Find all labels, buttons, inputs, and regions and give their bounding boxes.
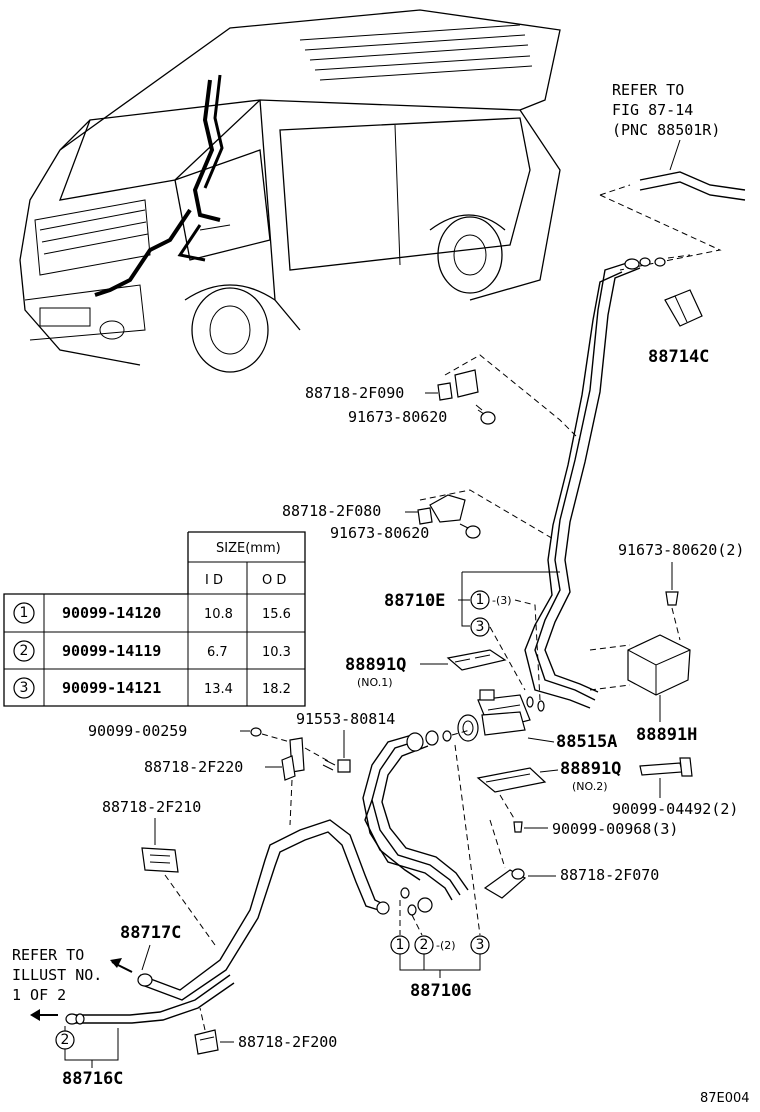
svg-text:88891Q: 88891Q [560, 759, 621, 779]
svg-text:1: 1 [396, 937, 405, 953]
svg-text:REFER TO: REFER TO [612, 81, 684, 99]
svg-text:I D: I D [205, 573, 223, 588]
svg-text:88716C: 88716C [62, 1069, 123, 1089]
part-91553-80814: 91553-80814 [296, 710, 395, 773]
svg-text:91553-80814: 91553-80814 [296, 710, 395, 728]
oring-table: SIZE(mm) I D O D 1 90099-14120 10.8 15.6… [3, 531, 306, 707]
svg-text:SIZE(mm): SIZE(mm) [216, 541, 281, 556]
pipe-88716C: 2 88716C [55, 974, 235, 1089]
pipe-88717C: 88717C [120, 819, 390, 1001]
svg-text:-(2): -(2) [436, 939, 456, 952]
svg-text:88710G: 88710G [410, 981, 471, 1001]
callout-88710E: 88710E 1 -(3) 3 [384, 571, 560, 712]
svg-text:91673-80620: 91673-80620 [348, 408, 447, 426]
part-88891Q-no2: 88891Q (NO.2) 90099-04492(2) 90099-00968… [476, 757, 738, 838]
svg-text:REFER TO: REFER TO [12, 946, 84, 964]
svg-text:10.3: 10.3 [262, 645, 291, 660]
svg-text:1: 1 [476, 592, 485, 608]
svg-text:1: 1 [20, 605, 29, 621]
svg-text:2: 2 [61, 1032, 70, 1048]
svg-text:88718-2F200: 88718-2F200 [238, 1033, 337, 1051]
reference-top-right: REFER TO FIG 87-14 (PNC 88501R) [599, 81, 746, 271]
svg-text:2: 2 [420, 937, 429, 953]
svg-text:88717C: 88717C [120, 923, 181, 943]
van-illustration [19, 9, 561, 373]
svg-text:18.2: 18.2 [262, 682, 291, 697]
part-88515A: 88515A [457, 689, 617, 752]
figure-id: 87E004 [700, 1091, 750, 1106]
svg-text:FIG 87-14: FIG 87-14 [612, 101, 693, 119]
svg-text:2: 2 [20, 643, 29, 659]
svg-text:O D: O D [262, 573, 286, 588]
svg-text:3: 3 [476, 937, 485, 953]
svg-text:88891H: 88891H [636, 725, 697, 745]
pipe-88710G [362, 729, 471, 916]
part-88891H: 91673-80620(2) 88891H [589, 541, 744, 745]
svg-text:91673-80620(2): 91673-80620(2) [618, 541, 744, 559]
svg-text:3: 3 [20, 680, 29, 696]
reference-bottom-left: REFER TO ILLUST NO. 1 OF 2 [12, 946, 133, 1021]
part-88891Q-no1: 88891Q (NO.1) [345, 649, 507, 689]
svg-text:10.8: 10.8 [204, 607, 233, 622]
svg-text:(NO.2): (NO.2) [572, 780, 608, 793]
svg-text:88718-2F080: 88718-2F080 [282, 502, 381, 520]
svg-text:88718-2F210: 88718-2F210 [102, 798, 201, 816]
part-88714C: 88714C [648, 289, 709, 367]
part-90099-00259: 90099-00259 [88, 722, 291, 743]
svg-text:88515A: 88515A [556, 732, 617, 752]
part-88718-2F210: 88718-2F210 [102, 798, 216, 946]
svg-text:90099-14120: 90099-14120 [62, 604, 161, 622]
svg-text:1 OF 2: 1 OF 2 [12, 986, 66, 1004]
svg-text:90099-14119: 90099-14119 [62, 642, 161, 660]
svg-text:ILLUST NO.: ILLUST NO. [12, 966, 102, 984]
svg-text:91673-80620: 91673-80620 [330, 524, 429, 542]
svg-text:90099-00259: 90099-00259 [88, 722, 187, 740]
svg-text:6.7: 6.7 [207, 645, 228, 660]
svg-text:88718-2F220: 88718-2F220 [144, 758, 243, 776]
svg-text:88891Q: 88891Q [345, 655, 406, 675]
part-88718-2F070: 88718-2F070 [483, 819, 659, 899]
callout-88710G: 1 2 -(2) 3 88710G [390, 744, 490, 1001]
part-88718-2F200: 88718-2F200 [194, 1007, 337, 1055]
svg-text:(NO.1): (NO.1) [357, 676, 393, 689]
svg-text:90099-00968(3): 90099-00968(3) [552, 820, 678, 838]
part-88718-2F090: 88718-2F090 91673-80620 [305, 354, 581, 441]
svg-text:-(3): -(3) [492, 594, 512, 607]
part-88718-2F080: 88718-2F080 91673-80620 [282, 489, 556, 542]
svg-text:88718-2F070: 88718-2F070 [560, 866, 659, 884]
svg-text:3: 3 [476, 619, 485, 635]
svg-text:13.4: 13.4 [204, 682, 233, 697]
svg-text:90099-14121: 90099-14121 [62, 679, 161, 697]
part-88718-2F220: 88718-2F220 [144, 737, 305, 826]
svg-text:88710E: 88710E [384, 591, 445, 611]
svg-text:88714C: 88714C [648, 347, 709, 367]
pipe-88710E [524, 254, 691, 709]
svg-text:88718-2F090: 88718-2F090 [305, 384, 404, 402]
svg-text:90099-04492(2): 90099-04492(2) [612, 800, 738, 818]
svg-text:15.6: 15.6 [262, 607, 291, 622]
svg-text:(PNC 88501R): (PNC 88501R) [612, 121, 720, 139]
